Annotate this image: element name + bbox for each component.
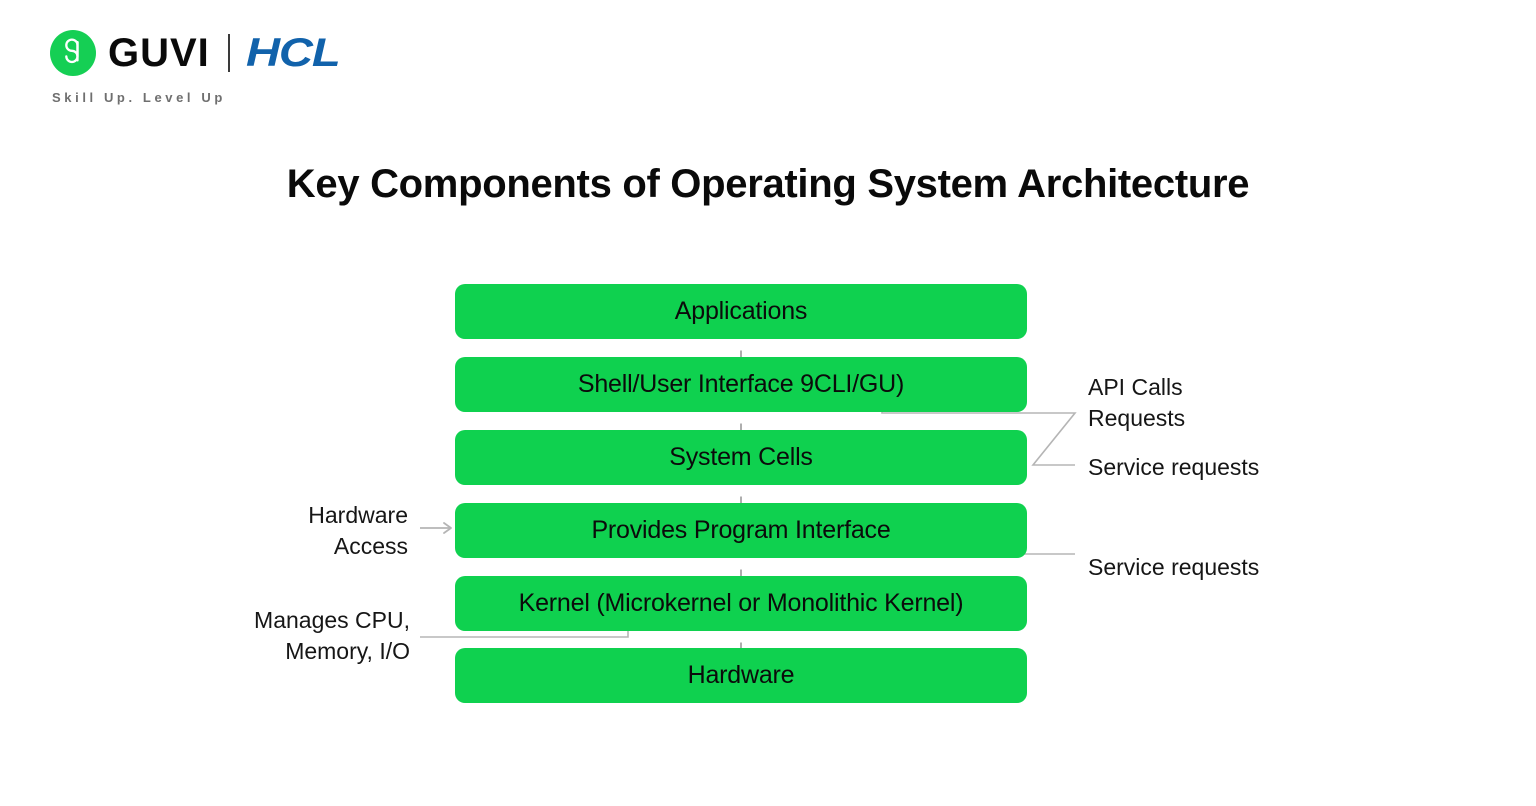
connector-hardware-access-arrow bbox=[420, 522, 452, 534]
layer-label: Shell/User Interface 9CLI/GU) bbox=[577, 370, 905, 398]
layer-label: Provides Program Interface bbox=[591, 516, 891, 544]
layer-box-shell-user-interface[interactable]: Shell/User Interface 9CLI/GU) bbox=[455, 357, 1027, 412]
guvi-wordmark: GUVI bbox=[108, 31, 210, 75]
page-title: Key Components of Operating System Archi… bbox=[286, 162, 1250, 206]
layer-label: Hardware bbox=[687, 661, 795, 689]
layer-label: Kernel (Microkernel or Monolithic Kernel… bbox=[518, 589, 964, 617]
layer-box-kernel[interactable]: Kernel (Microkernel or Monolithic Kernel… bbox=[455, 576, 1027, 631]
flow-arrow-down-4: ↓ bbox=[736, 564, 746, 583]
flow-arrow-down-1: ↓ bbox=[736, 345, 746, 364]
brand-bar: GUVI HCL Skill Up. Level Up bbox=[50, 28, 470, 118]
guvi-hcl-lockup: GUVI HCL bbox=[50, 28, 340, 78]
flow-arrow-down-2: ↓ bbox=[736, 418, 746, 437]
flow-arrow-down-5: ↓ bbox=[736, 637, 746, 656]
guvi-tagline: Skill Up. Level Up bbox=[52, 90, 226, 105]
layer-box-system-cells[interactable]: System Cells bbox=[455, 430, 1027, 485]
annotation-manages-cpu-memory-io: Manages CPU, Memory, I/O bbox=[254, 607, 410, 664]
annotation-hardware-access: Hardware Access bbox=[308, 502, 408, 559]
annotation-api-calls-requests: API Calls Requests bbox=[1088, 374, 1186, 431]
annotation-service-requests-upper: Service requests bbox=[1088, 454, 1260, 480]
hcl-wordmark: HCL bbox=[245, 31, 341, 75]
layer-box-provides-program-interface[interactable]: Provides Program Interface bbox=[455, 503, 1027, 558]
os-architecture-stack: Applications ↓ Shell/User Interface 9CLI… bbox=[455, 284, 1027, 704]
layer-box-hardware[interactable]: Hardware bbox=[455, 648, 1027, 703]
guvi-g-logo-icon bbox=[50, 30, 96, 76]
annotation-service-requests-lower: Service requests bbox=[1088, 554, 1260, 580]
layer-label: Applications bbox=[674, 297, 808, 325]
vertical-divider-icon bbox=[227, 34, 230, 72]
flow-arrow-down-3: ↓ bbox=[736, 491, 746, 510]
layer-label: System Cells bbox=[669, 443, 813, 471]
guvi-g-glyph-icon bbox=[50, 30, 96, 76]
layer-box-applications[interactable]: Applications bbox=[455, 284, 1027, 339]
